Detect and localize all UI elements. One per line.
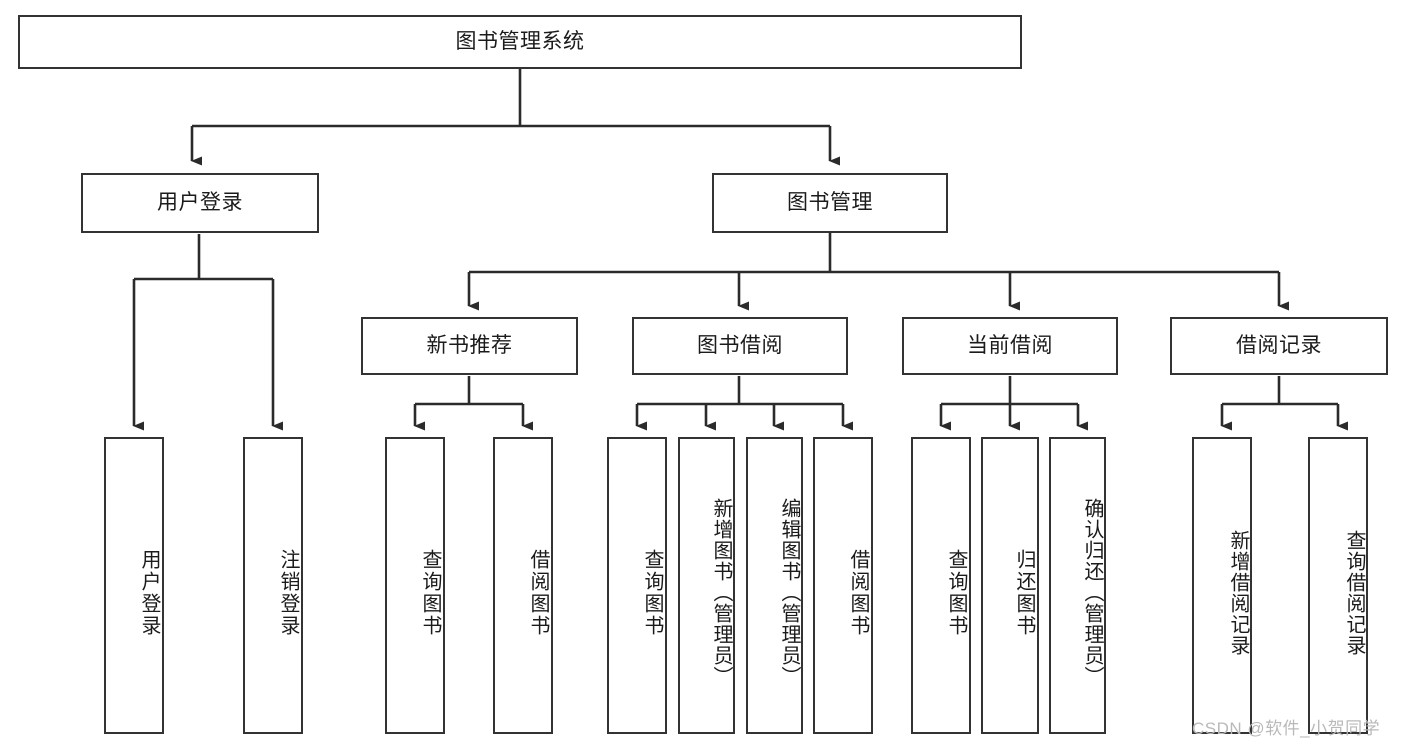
leaf-label: 借阅图书 — [527, 548, 549, 637]
leaf-user-login[interactable]: 用户登录 — [104, 437, 164, 734]
leaf-logout-login[interactable]: 注销登录 — [243, 437, 303, 734]
node-label: 图书管理系统 — [455, 29, 585, 53]
node-label: 新书推荐 — [426, 333, 513, 357]
leaf-add-book-admin[interactable]: 新增图书（管理员） — [678, 437, 735, 734]
leaf-edit-book-admin[interactable]: 编辑图书（管理员） — [746, 437, 803, 734]
node-borrow-record[interactable]: 借阅记录 — [1170, 317, 1388, 375]
leaf-label: 注销登录 — [277, 548, 299, 637]
leaf-query-book-current[interactable]: 查询图书 — [911, 437, 971, 734]
leaf-label: 编辑图书（管理员） — [778, 498, 800, 687]
leaf-label: 查询借阅记录 — [1343, 529, 1365, 656]
leaf-query-book-borrow[interactable]: 查询图书 — [607, 437, 667, 734]
leaf-query-borrow-record[interactable]: 查询借阅记录 — [1308, 437, 1368, 734]
leaf-label: 新增借阅记录 — [1227, 529, 1249, 656]
leaf-add-borrow-record[interactable]: 新增借阅记录 — [1192, 437, 1252, 734]
leaf-label: 查询图书 — [419, 548, 441, 637]
leaf-borrow-book-recommend[interactable]: 借阅图书 — [493, 437, 553, 734]
node-current-borrow[interactable]: 当前借阅 — [902, 317, 1118, 375]
leaf-query-book-recommend[interactable]: 查询图书 — [385, 437, 445, 734]
node-root-book-management-system[interactable]: 图书管理系统 — [18, 15, 1022, 69]
node-user-login[interactable]: 用户登录 — [81, 173, 319, 233]
node-new-book-recommend[interactable]: 新书推荐 — [361, 317, 578, 375]
leaf-label: 新增图书（管理员） — [710, 498, 732, 687]
node-label: 借阅记录 — [1236, 333, 1322, 357]
node-label: 图书借阅 — [697, 333, 783, 357]
node-label: 用户登录 — [157, 190, 243, 214]
leaf-confirm-return-admin[interactable]: 确认归还（管理员） — [1049, 437, 1106, 734]
node-book-borrow[interactable]: 图书借阅 — [632, 317, 848, 375]
csdn-watermark: CSDN @软件_小贺同学 — [1192, 719, 1381, 738]
node-book-management[interactable]: 图书管理 — [712, 173, 948, 233]
node-label: 图书管理 — [787, 190, 873, 214]
leaf-label: 确认归还（管理员） — [1081, 498, 1103, 687]
leaf-label: 归还图书 — [1013, 548, 1035, 637]
leaf-return-book[interactable]: 归还图书 — [981, 437, 1039, 734]
leaf-label: 查询图书 — [945, 548, 967, 637]
leaf-borrow-book[interactable]: 借阅图书 — [813, 437, 873, 734]
leaf-label: 查询图书 — [641, 548, 663, 637]
node-label: 当前借阅 — [967, 333, 1053, 357]
leaf-label: 用户登录 — [138, 548, 160, 637]
leaf-label: 借阅图书 — [847, 548, 869, 637]
